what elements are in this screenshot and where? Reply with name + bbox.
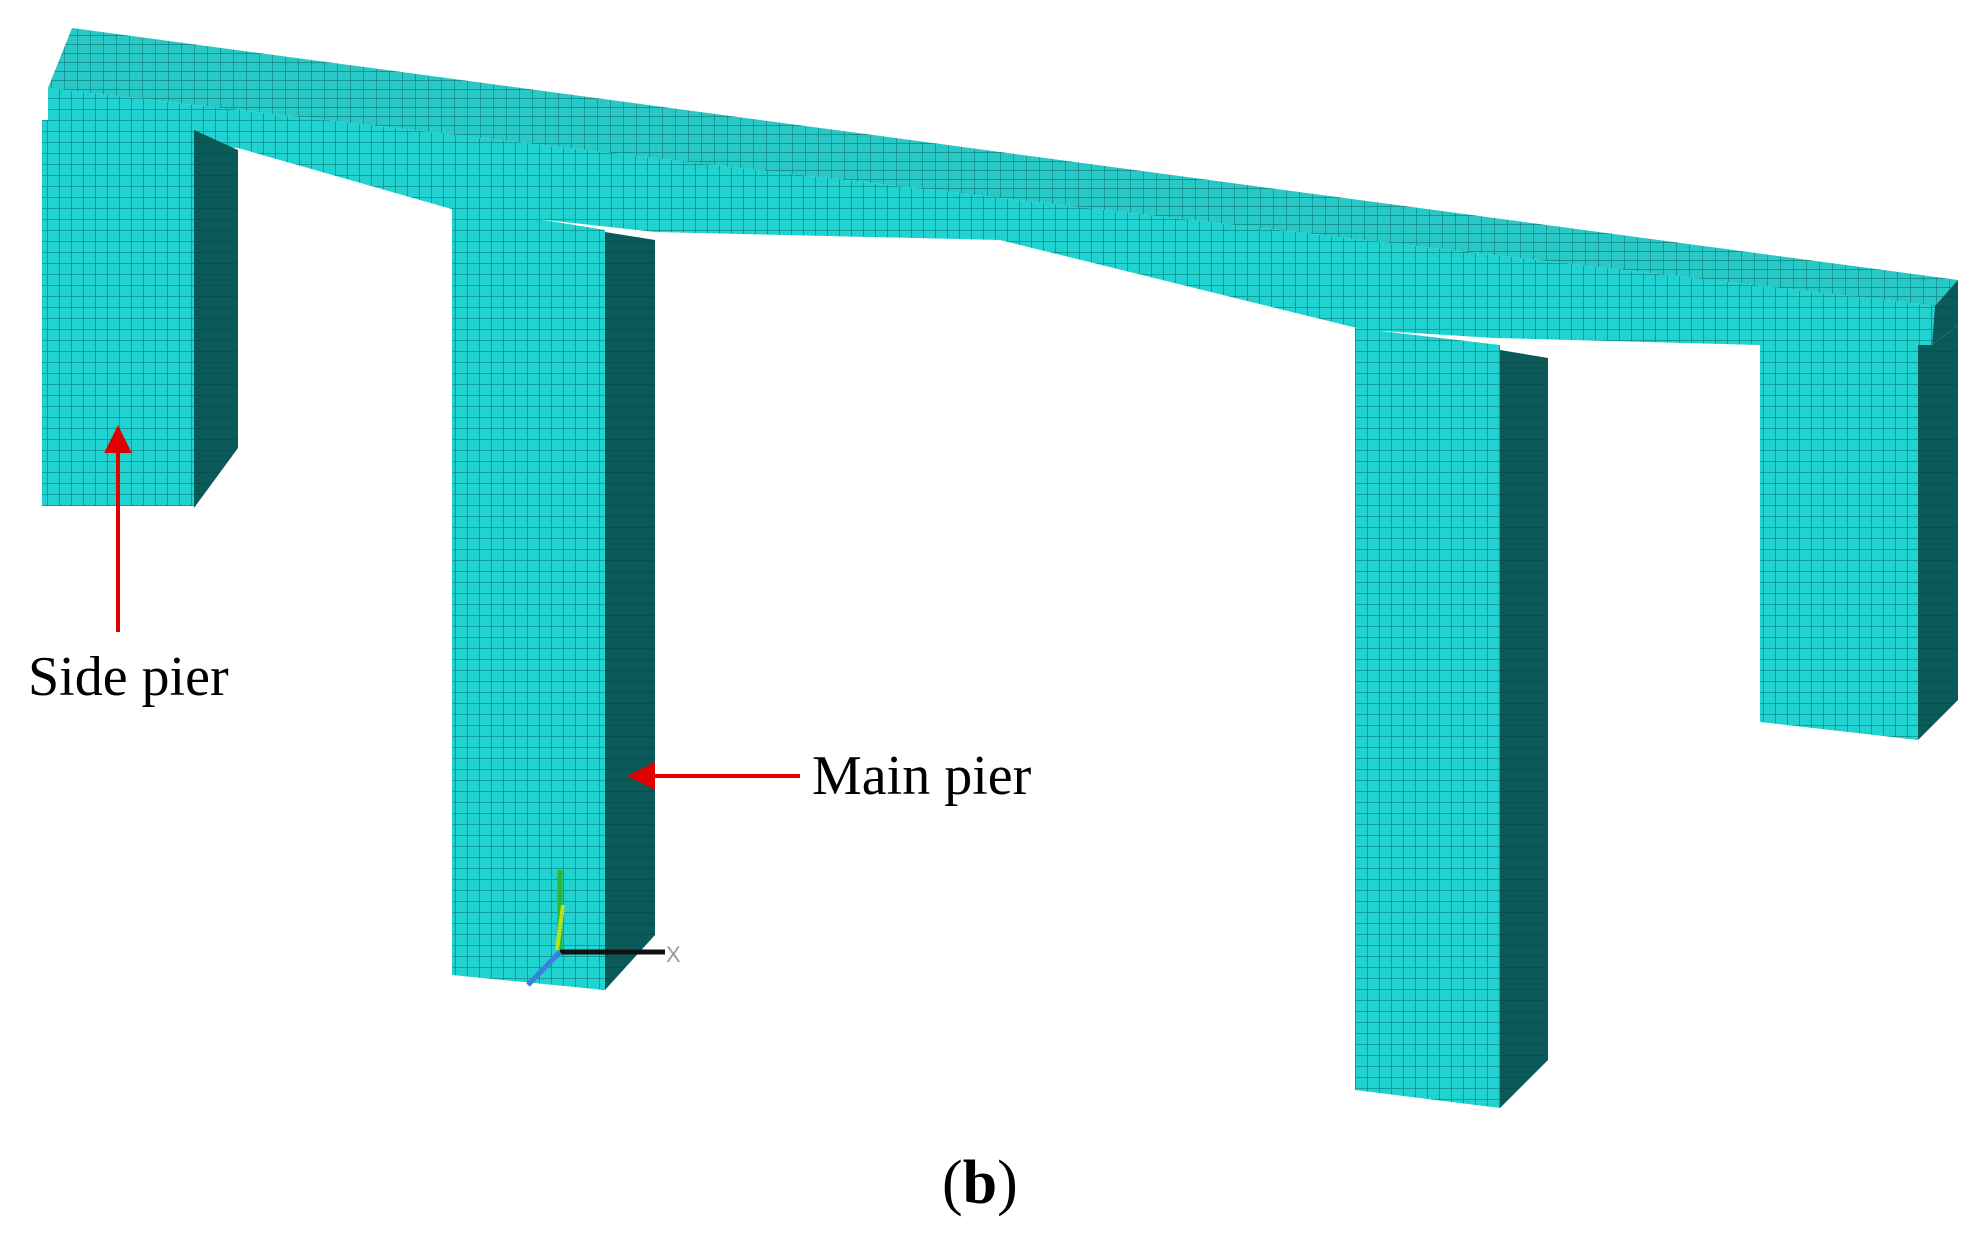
deck-top-surface: [48, 28, 1958, 306]
side-pier-right: [1760, 325, 1958, 740]
subfigure-label: (b): [942, 1148, 1018, 1219]
deck-end-face: [1932, 280, 1958, 345]
side-pier-left: [42, 120, 238, 508]
main-pier-left: [452, 205, 655, 990]
coordinate-axis-triad: X: [526, 870, 681, 987]
side-pier-label: Side pier: [28, 646, 229, 708]
axis-x-label: X: [666, 942, 681, 967]
subfigure-letter: b: [962, 1149, 998, 1217]
subfigure-close-paren: ): [997, 1149, 1018, 1217]
deck-front-face: [48, 88, 1935, 345]
main-pier-right: [1355, 328, 1548, 1108]
main-pier-label: Main pier: [812, 745, 1032, 807]
subfigure-open-paren: (: [942, 1149, 963, 1217]
